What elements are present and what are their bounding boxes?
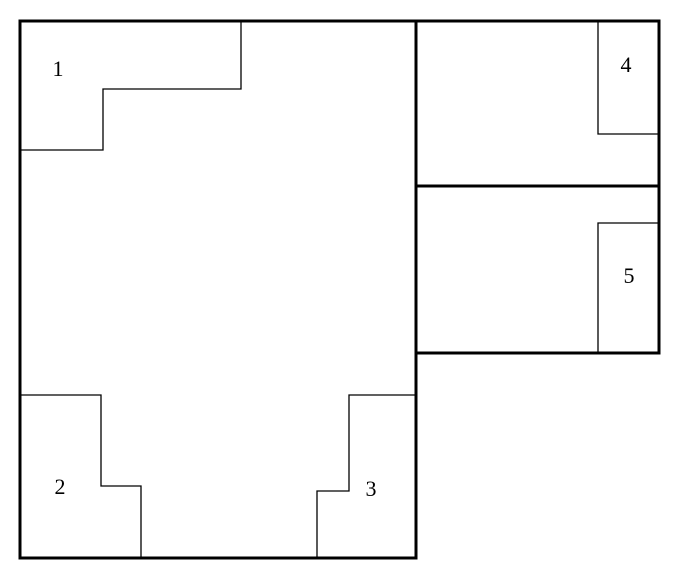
lower-right-room-outline [414, 184, 661, 355]
region-3-label: 3 [366, 476, 377, 501]
upper-right-room-outline [414, 19, 661, 188]
main-room-outline [18, 19, 418, 560]
region-2-outline [20, 394, 142, 558]
region-4-label: 4 [621, 52, 632, 77]
region-4-outline [597, 21, 659, 135]
region-5-label: 5 [624, 263, 635, 288]
region-1-label: 1 [53, 56, 64, 81]
region-2-label: 2 [55, 474, 66, 499]
region-3-outline [316, 394, 416, 558]
region-1-outline [20, 21, 242, 151]
region-5-outline [597, 222, 659, 353]
